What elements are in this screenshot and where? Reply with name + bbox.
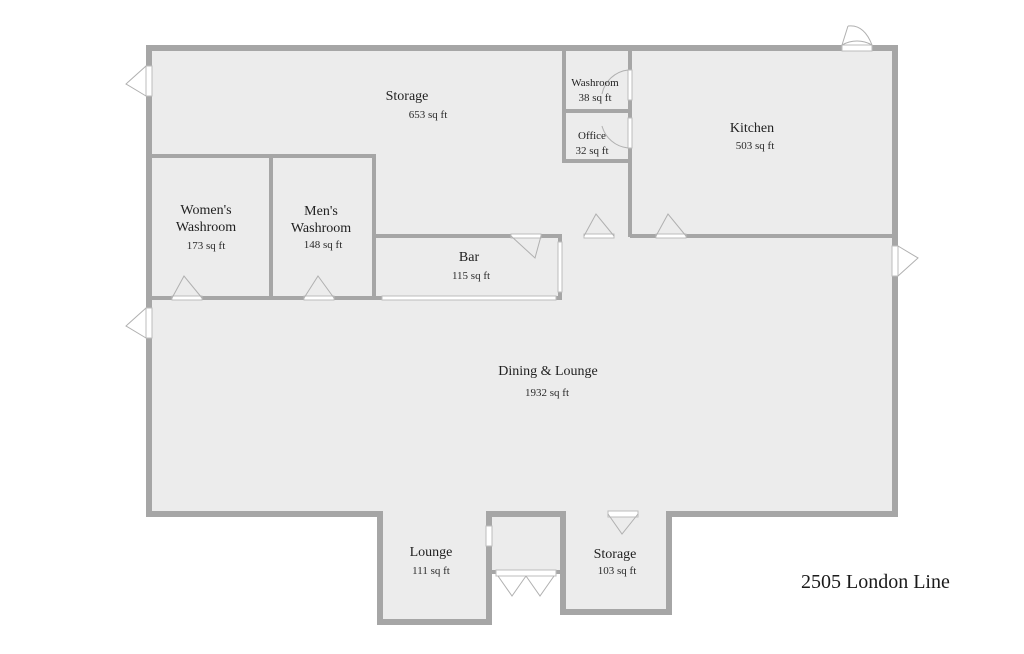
room-name: Bar xyxy=(459,250,480,265)
room-name: Dining & Lounge xyxy=(498,364,598,379)
room-womens-washroom: Women's Washroom 173 sq ft xyxy=(176,203,236,252)
room-mens-washroom: Men's Washroom 148 sq ft xyxy=(291,204,351,251)
room-name-line2: Washroom xyxy=(291,221,351,236)
room-storage-main: Storage 653 sq ft xyxy=(386,89,448,121)
room-kitchen: Kitchen 503 sq ft xyxy=(730,121,774,152)
room-name: Office xyxy=(578,130,606,142)
room-name: Storage xyxy=(594,547,637,562)
room-washroom: Washroom 38 sq ft xyxy=(571,77,619,104)
room-area: 148 sq ft xyxy=(304,239,343,251)
doors xyxy=(125,25,919,597)
room-area: 38 sq ft xyxy=(579,92,612,104)
room-dining-lounge: Dining & Lounge 1932 sq ft xyxy=(498,364,598,399)
room-storage-small: Storage 103 sq ft xyxy=(594,547,637,577)
room-area: 111 sq ft xyxy=(412,565,450,577)
room-name-line1: Men's xyxy=(304,204,338,219)
room-name: Lounge xyxy=(410,545,453,560)
address-label: 2505 London Line xyxy=(801,571,950,593)
room-office: Office 32 sq ft xyxy=(576,130,609,157)
floor-fills xyxy=(150,50,894,624)
room-name: Kitchen xyxy=(730,121,774,136)
room-name-line2: Washroom xyxy=(176,220,236,235)
room-area: 115 sq ft xyxy=(452,270,490,282)
room-area: 32 sq ft xyxy=(576,145,609,157)
room-area: 173 sq ft xyxy=(187,240,226,252)
room-area: 1932 sq ft xyxy=(525,387,569,399)
room-bar: Bar 115 sq ft xyxy=(452,250,490,282)
room-name-line1: Women's xyxy=(180,203,231,218)
room-name: Washroom xyxy=(571,77,619,89)
room-area: 103 sq ft xyxy=(598,565,637,577)
room-area: 503 sq ft xyxy=(736,140,775,152)
exterior-walls xyxy=(146,45,898,625)
room-area: 653 sq ft xyxy=(409,109,448,121)
room-name: Storage xyxy=(386,89,429,104)
room-lounge: Lounge 111 sq ft xyxy=(410,545,453,577)
